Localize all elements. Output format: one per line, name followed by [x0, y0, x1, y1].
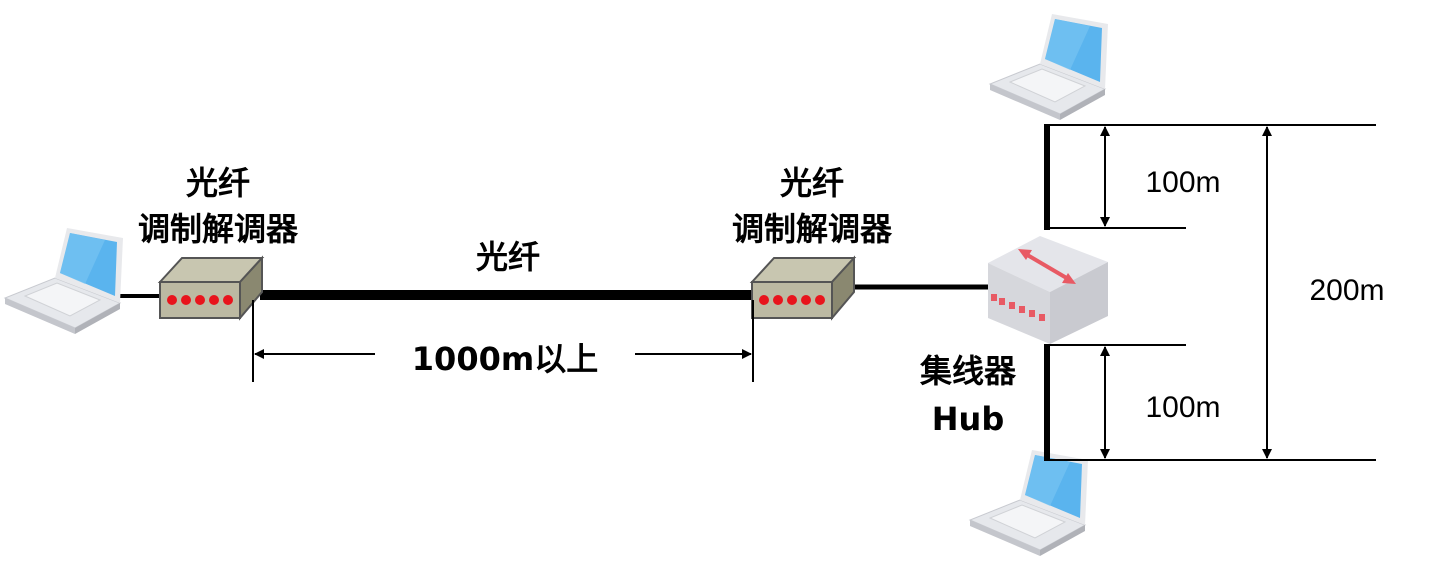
modem-left-label-1: 光纤: [186, 164, 250, 202]
hub-label-1: 集线器: [919, 352, 1017, 390]
upper-segment-label: 100m: [1145, 166, 1220, 199]
hub-label-2: Hub: [932, 400, 1004, 438]
fiber-distance-label: 1000m以上: [412, 340, 598, 378]
laptop-top-icon: [989, 13, 1109, 121]
lower-segment-label: 100m: [1145, 391, 1220, 424]
modem-left-icon: [159, 257, 263, 319]
dimension-lines: [252, 124, 1376, 461]
fiber-label: 光纤: [476, 238, 540, 276]
laptop-bottom-icon: [969, 449, 1089, 557]
total-span-label: 200m: [1309, 274, 1384, 307]
laptop-left-icon: [4, 227, 124, 335]
modem-left-label-2: 调制解调器: [138, 210, 299, 248]
modem-right-label-2: 调制解调器: [732, 210, 893, 248]
hub-icon: [988, 236, 1108, 344]
modem-right-icon: [751, 257, 855, 319]
modem-right-label-1: 光纤: [780, 164, 844, 202]
